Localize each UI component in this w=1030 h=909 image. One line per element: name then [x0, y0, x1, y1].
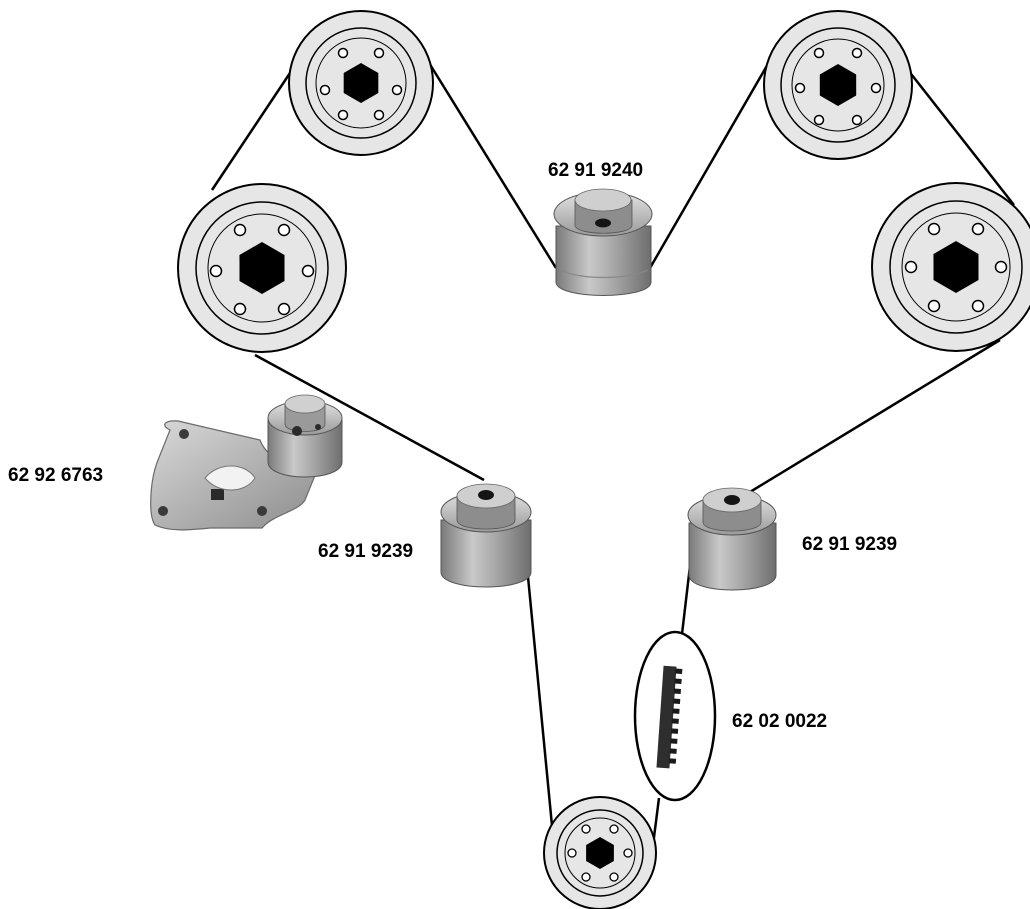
label-timing-belt: 62 02 0022 — [732, 711, 828, 732]
pulley-bottom — [543, 796, 657, 909]
pulley-top-right — [763, 10, 913, 160]
hex-hub — [239, 242, 285, 294]
hex-hub — [819, 63, 857, 107]
belt-callout-oval — [633, 630, 717, 802]
label-idler-top: 62 91 9240 — [548, 160, 644, 181]
label-idler-left: 62 91 9239 — [318, 541, 414, 562]
idler-roller-left — [440, 483, 532, 588]
pulley-icon — [177, 183, 347, 353]
pulley-icon — [543, 796, 657, 909]
hex-hub — [343, 63, 379, 103]
belt-path — [210, 49, 1015, 846]
tensioner-icon — [150, 394, 343, 531]
pulley-right — [871, 182, 1030, 352]
roller-icon — [440, 483, 532, 588]
pulley-icon — [763, 10, 913, 160]
pulley-icon — [871, 182, 1030, 352]
pulley-top-left — [288, 10, 434, 156]
idler-roller-top — [553, 188, 653, 296]
label-tensioner: 62 92 6763 — [8, 465, 104, 486]
tensioner-assembly — [150, 394, 343, 531]
belt-teeth-icon — [656, 665, 683, 769]
roller-icon — [687, 487, 777, 591]
hex-hub — [586, 836, 614, 870]
pulley-left — [177, 183, 347, 353]
idler-roller-right — [687, 487, 777, 591]
roller-icon — [553, 188, 653, 296]
pulley-icon — [288, 10, 434, 156]
belt-section — [633, 630, 717, 802]
label-idler-right: 62 91 9239 — [802, 534, 898, 555]
hex-hub — [933, 241, 979, 293]
